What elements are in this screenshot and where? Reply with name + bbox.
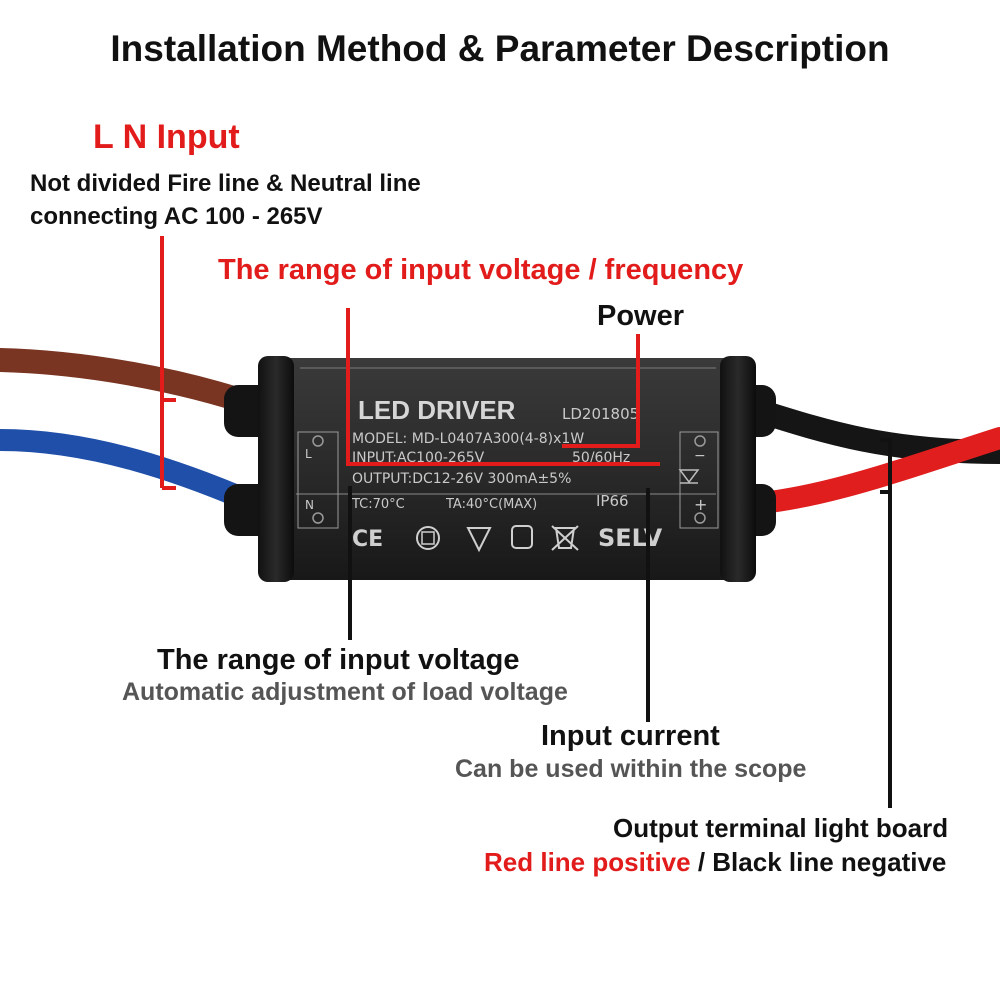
- voltage-frequency-bracket: [346, 308, 660, 466]
- weee-bin-icon: [551, 525, 579, 551]
- ln-input-bracket: [160, 236, 176, 490]
- red-positive-label: Red line positive: [484, 847, 691, 877]
- end-cap-right: [720, 356, 756, 582]
- ln-input-description-line2: connecting AC 100 - 265V: [30, 203, 323, 230]
- input-current-title: Input current: [541, 720, 720, 752]
- page-title: Installation Method & Parameter Descript…: [110, 28, 890, 69]
- driver-case: [264, 358, 750, 580]
- polarity-separator: /: [690, 847, 713, 877]
- cert-f-mark-icon: [466, 527, 492, 553]
- selv-label: SELV: [598, 524, 663, 552]
- terminal-screw-plus-icon: [694, 512, 706, 524]
- terminal-box-right: [679, 431, 719, 529]
- ln-input-title: L N Input: [93, 118, 240, 156]
- terminal-screw-minus-icon: [694, 435, 706, 447]
- terminal-minus-label: −: [694, 448, 706, 464]
- ta-label: TA:40°C(MAX): [445, 497, 537, 512]
- cert-double-insulation-inner-icon: [421, 531, 435, 545]
- black-negative-label: Black line negative: [712, 847, 947, 877]
- power-bracket: [562, 334, 640, 448]
- terminal-screw-n-icon: [312, 512, 324, 524]
- input-current-subtitle: Can be used within the scope: [455, 755, 807, 783]
- output-label: OUTPUT:DC12-26V 300mA±5%: [352, 471, 571, 487]
- terminal-screw-l-icon: [312, 435, 324, 447]
- end-cap-left: [258, 356, 294, 582]
- terminal-l-label: L: [305, 447, 312, 461]
- ce-mark-icon: CE: [352, 527, 383, 552]
- ln-input-description-line1: Not divided Fire line & Neutral line: [30, 170, 421, 197]
- ip-label: IP66: [596, 492, 629, 510]
- cert-double-insulation-icon: [416, 526, 440, 550]
- terminal-plus-label: +: [694, 495, 707, 514]
- code-label: LD201805: [562, 405, 639, 423]
- input-voltage-title: The range of input voltage: [157, 644, 520, 676]
- voltage-frequency-label: The range of input voltage / frequency: [218, 254, 744, 286]
- output-terminal-title: Output terminal light board: [613, 813, 949, 843]
- input-voltage-subtitle: Automatic adjustment of load voltage: [122, 678, 568, 706]
- terminal-n-label: N: [305, 498, 314, 512]
- tc-label: TC:70°C: [351, 497, 405, 512]
- cert-transformer-icon: [511, 525, 533, 549]
- terminal-box-left: [297, 431, 339, 529]
- model-label: MODEL: MD-L0407A300(4-8)x1W: [352, 431, 584, 447]
- output-polarity-description: Red line positive / Black line negative: [484, 849, 946, 875]
- power-label: Power: [597, 300, 685, 332]
- diode-symbol-icon: [678, 469, 700, 484]
- brand-label: LED DRIVER: [358, 395, 516, 425]
- output-terminal-bracket: [880, 438, 892, 808]
